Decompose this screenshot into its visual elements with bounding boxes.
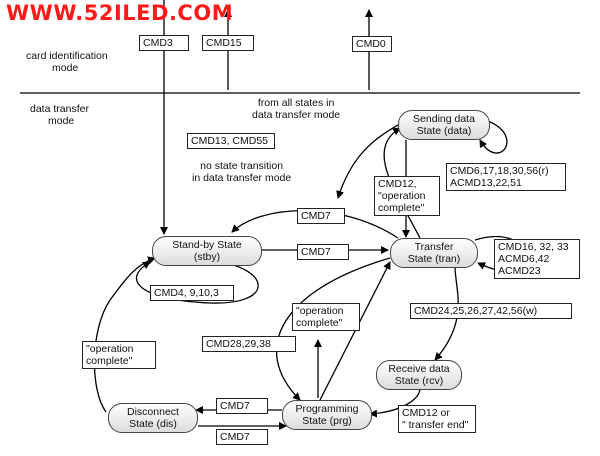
op-complete-box-b: "operation complete" xyxy=(82,341,156,369)
data-transfer-line2: mode xyxy=(48,115,75,127)
state-disconnect: Disconnect State (dis) xyxy=(108,403,198,433)
no-transition-label: no state transition in data transfer mod… xyxy=(192,160,291,184)
state-receive-line1: Receive data xyxy=(388,363,450,375)
state-sending-line2: State (data) xyxy=(416,125,472,137)
state-standby: Stand-by State (stby) xyxy=(152,236,262,266)
card-id-mode-label: card identification mode xyxy=(26,50,108,74)
state-standby-line2: (stby) xyxy=(193,251,221,263)
state-receive-line2: State (rcv) xyxy=(394,375,444,387)
cmd28-group-box: CMD28,29,38 xyxy=(202,336,296,352)
arrow-transfer-sending xyxy=(383,127,421,239)
state-transfer-line1: Transfer xyxy=(414,241,454,253)
state-programming-line2: State (prg) xyxy=(302,415,352,427)
from-all-states-line2: data transfer mode xyxy=(252,109,341,121)
state-disconnect-line2: State (dis) xyxy=(129,418,177,430)
arrow-transfer-prg xyxy=(275,257,391,401)
data-transfer-line1: data transfer xyxy=(30,103,89,115)
state-disconnect-line1: Disconnect xyxy=(127,406,179,418)
cmd7-box-a: CMD7 xyxy=(297,208,345,224)
state-transfer-line2: State (tran) xyxy=(407,253,461,265)
state-sending-line1: Sending data xyxy=(413,113,475,125)
arrow-dis-standby xyxy=(93,256,156,413)
cmd12-opc-box: CMD12, "operation complete" xyxy=(374,176,440,216)
state-standby-line1: Stand-by State xyxy=(172,239,242,251)
state-programming-line1: Programming xyxy=(295,403,359,415)
cmd7-box-d: CMD7 xyxy=(216,429,268,445)
cmd15-box: CMD15 xyxy=(202,35,254,51)
cmd7-box-c: CMD7 xyxy=(216,398,268,414)
cmd12-tend-box: CMD12 or " transfer end" xyxy=(398,405,476,433)
arrow-prg-transfer xyxy=(319,261,391,401)
cmd4-group-box: CMD4, 9,10,3 xyxy=(150,285,234,301)
arrow-receive-programming xyxy=(369,387,421,418)
state-programming: Programming State (prg) xyxy=(282,400,372,430)
loop-standby xyxy=(136,261,259,304)
cmd6-group-box: CMD6,17,18,30,56(r) ACMD13,22,51 xyxy=(446,163,566,191)
state-receive-data: Receive data State (rcv) xyxy=(376,360,462,390)
watermark: WWW.52ILED.COM xyxy=(6,1,234,25)
cmd24-group-box: CMD24,25,26,27,42,56(w) xyxy=(410,303,572,319)
cmd0-box: CMD0 xyxy=(352,36,392,52)
card-id-line1: card identification xyxy=(26,50,108,62)
data-transfer-mode-label: data transfer mode xyxy=(30,103,89,127)
cmd13-55-box: CMD13, CMD55 xyxy=(187,133,275,149)
cmd3-box: CMD3 xyxy=(139,35,189,51)
cmd16-group-box: CMD16, 32, 33 ACMD6,42 ACMD23 xyxy=(494,239,580,279)
from-all-states-line1: from all states in xyxy=(257,97,335,109)
card-id-line2: mode xyxy=(52,62,79,74)
arrow-sending-standby xyxy=(336,123,401,199)
cmd7-box-b: CMD7 xyxy=(297,244,349,260)
from-all-states-label: from all states in data transfer mode xyxy=(252,97,340,121)
no-transition-line1: no state transition xyxy=(200,160,284,172)
loop-sending xyxy=(477,117,508,154)
op-complete-box-a: "operation complete" xyxy=(292,303,360,331)
no-transition-line2: in data transfer mode xyxy=(192,172,292,184)
state-transfer: Transfer State (tran) xyxy=(390,238,478,268)
state-sending-data: Sending data State (data) xyxy=(398,110,490,140)
